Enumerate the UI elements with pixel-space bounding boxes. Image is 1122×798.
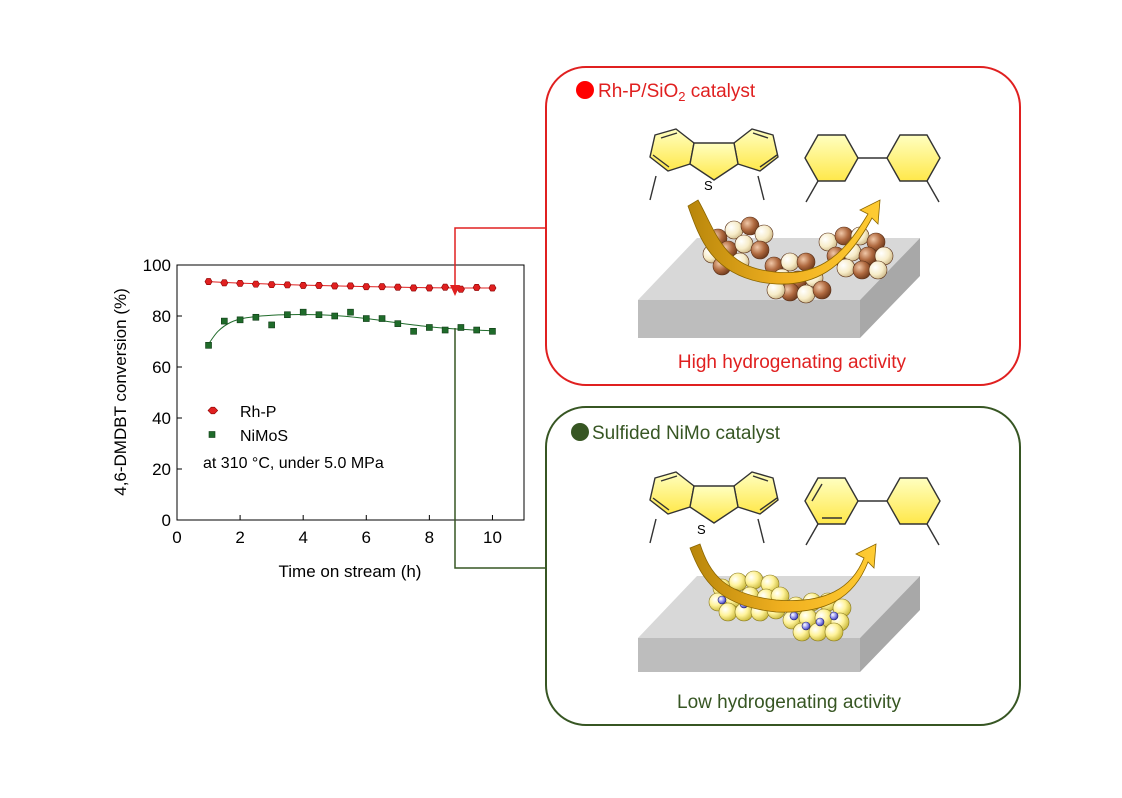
- point-nimos: [362, 315, 370, 322]
- legend-label-rhp: Rh-P: [240, 404, 276, 421]
- dimethylcyclohexylbenzene-icon: [804, 477, 941, 546]
- point-nimos: [268, 321, 275, 329]
- point-rhp: [362, 283, 371, 291]
- point-rhp: [267, 281, 276, 289]
- reaction-arrow-icon: [689, 543, 877, 613]
- nimo-panel-title: Sulfided NiMo catalyst: [592, 423, 781, 444]
- rhp-connector-arrowhead: [450, 285, 460, 296]
- legend: Rh-P NiMoS: [207, 404, 288, 445]
- point-nimos: [441, 326, 449, 334]
- data-marks: [204, 278, 497, 349]
- point-nimos: [473, 326, 480, 334]
- point-nimos: [236, 316, 244, 324]
- nimo-catalyst-panel: Sulfided NiMo catalyst S: [545, 406, 1021, 726]
- y-tick-label: 80: [152, 307, 171, 326]
- point-rhp: [315, 281, 323, 289]
- point-nimos: [378, 315, 386, 322]
- condition-annotation: at 310 °C, under 5.0 MPa: [203, 455, 384, 472]
- dmdbt-molecule-icon: [649, 471, 779, 544]
- x-tick-label: 2: [235, 528, 244, 547]
- point-rhp: [472, 284, 481, 291]
- point-rhp: [251, 280, 260, 288]
- point-rhp: [393, 283, 402, 291]
- point-nimos: [457, 324, 465, 331]
- y-axis-label: 4,6-DMDBT conversion (%): [111, 288, 130, 496]
- rhp-catalyst-panel: Rh-P/SiO2 catalyst S: [545, 66, 1021, 386]
- point-nimos: [299, 308, 307, 316]
- dmdbt-molecule-icon: [649, 128, 779, 201]
- y-tick-label: 0: [162, 511, 171, 530]
- point-nimos: [284, 311, 291, 319]
- point-nimos: [252, 313, 260, 321]
- rhp-panel-caption: High hydrogenating activity: [678, 352, 907, 373]
- dimethylcyclohexylbenzene-icon: [804, 134, 941, 203]
- point-rhp: [378, 283, 386, 291]
- point-rhp: [283, 281, 292, 289]
- point-rhp: [204, 278, 213, 285]
- y-tick-label: 60: [152, 358, 171, 377]
- point-nimos: [205, 342, 212, 349]
- rhp-connector-line: [454, 227, 548, 292]
- x-axis-label: Time on stream (h): [279, 562, 422, 581]
- nimo-connector-line: [454, 328, 548, 569]
- point-nimos: [426, 324, 433, 331]
- y-tick-label: 100: [143, 256, 171, 275]
- x-tick-label: 6: [362, 528, 371, 547]
- point-rhp: [330, 282, 339, 290]
- y-tick-label: 20: [152, 460, 171, 479]
- x-tick-label: 8: [425, 528, 434, 547]
- point-nimos: [394, 320, 402, 327]
- point-rhp: [220, 279, 229, 287]
- x-tick-label: 10: [483, 528, 502, 547]
- nimo-panel-frame: [545, 406, 1021, 726]
- point-rhp: [409, 284, 418, 292]
- x-axis: 0 2 4 6 8 10: [172, 515, 502, 547]
- point-rhp: [236, 279, 245, 287]
- fit-curve-nimos: [208, 313, 493, 345]
- reaction-arrow-icon: [687, 199, 881, 285]
- nimo-panel-caption: Low hydrogenating activity: [677, 692, 901, 713]
- legend-marker-nimos: [208, 431, 216, 438]
- point-nimos: [221, 317, 228, 325]
- green-bullet-icon: [571, 423, 589, 441]
- x-tick-label: 4: [298, 528, 307, 547]
- sulfur-atom-label: S: [704, 178, 713, 193]
- point-nimos: [315, 311, 323, 319]
- point-rhp: [299, 281, 308, 289]
- y-axis: 0 20 40 60 80 100: [143, 256, 182, 530]
- point-rhp: [488, 284, 497, 292]
- red-bullet-icon: [576, 81, 594, 99]
- point-rhp: [441, 283, 450, 291]
- point-nimos: [331, 312, 339, 320]
- plot-frame: [176, 264, 525, 521]
- point-rhp: [425, 284, 434, 292]
- point-nimos: [489, 327, 496, 335]
- point-rhp: [346, 282, 355, 290]
- rhp-panel-title: Rh-P/SiO2 catalyst: [598, 81, 756, 104]
- legend-marker-rhp: [207, 406, 219, 415]
- legend-label-nimos: NiMoS: [240, 428, 288, 445]
- x-tick-label: 0: [172, 528, 181, 547]
- point-nimos: [410, 327, 417, 335]
- point-nimos: [347, 308, 354, 316]
- sulfur-atom-label: S: [697, 522, 706, 537]
- y-tick-label: 40: [152, 409, 171, 428]
